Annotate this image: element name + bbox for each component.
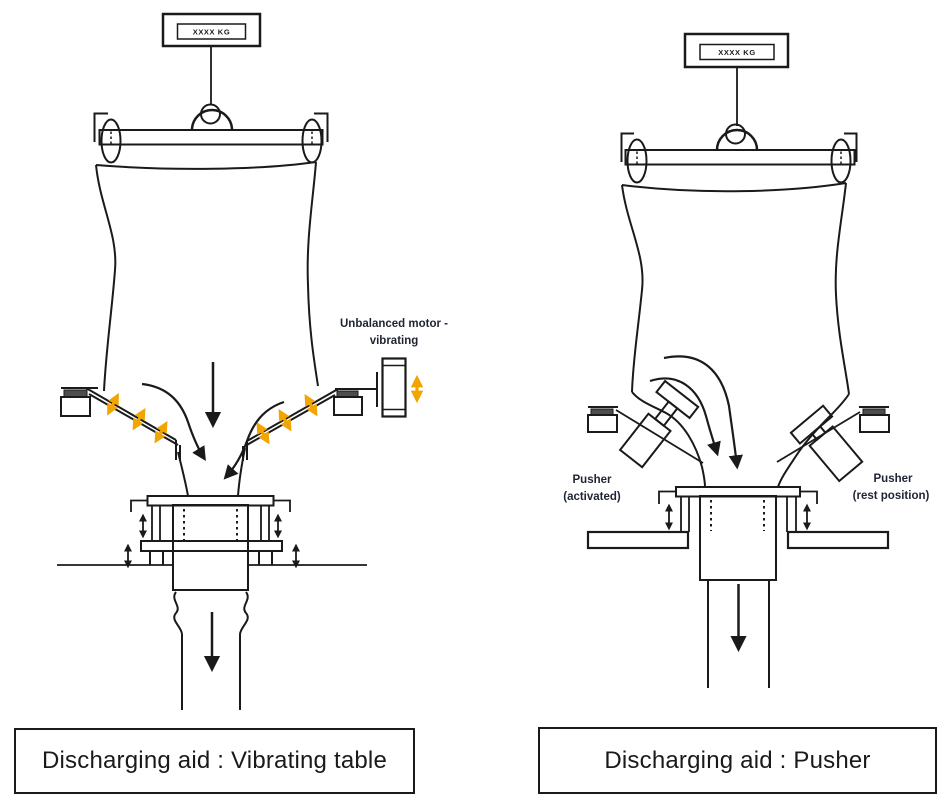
spout-dotted-lines: [183, 509, 238, 542]
caption-vibrating-table-text: Discharging aid : Vibrating table: [41, 747, 388, 774]
frame-line-right: [776, 411, 861, 463]
outlet-spout-box: [699, 495, 777, 581]
bag-loop-left: [100, 118, 122, 164]
pusher-activated-label-line1: Pusher: [573, 474, 613, 486]
outlet-station: [586, 486, 890, 581]
flange-bar-right: [786, 530, 890, 550]
bulk-bag: [95, 161, 319, 392]
bar-end-bracket-left: [93, 112, 108, 142]
pusher-pad: [789, 404, 834, 445]
lower-flange: [140, 540, 283, 552]
vibration-arrows: [107, 392, 318, 445]
support-stand-right: [859, 406, 890, 433]
spreader-bar: [620, 132, 858, 184]
material-flow-arrows: [649, 355, 743, 470]
caption-pusher: Discharging aid : Pusher: [538, 727, 937, 794]
spout-dotted-lines: [710, 500, 765, 531]
bag-outlet-funnel: [177, 447, 246, 497]
top-plate: [146, 495, 275, 507]
bag-lower-wall-right: [777, 393, 850, 488]
bag-loop-right: [830, 138, 852, 184]
caption-vibrating-table: Discharging aid : Vibrating table: [14, 728, 415, 794]
frame-line-left: [615, 409, 704, 464]
bag-loop-right: [301, 118, 323, 164]
support-stand-left: [587, 406, 618, 433]
pusher-activated-label-line2: (activated): [563, 491, 621, 503]
caption-pusher-text: Discharging aid : Pusher: [604, 746, 871, 774]
scale-readout-label: XXXX KG: [718, 48, 756, 57]
bag-loop-left: [626, 138, 648, 184]
bar-end-bracket-left: [620, 132, 634, 162]
crane-hook: [190, 103, 234, 131]
flexible-sleeve-left: [173, 591, 183, 635]
support-stand-right: [333, 388, 377, 416]
crane-hook: [715, 123, 759, 151]
spout-columns: [680, 496, 797, 532]
pusher-diagram: XXXX KG: [563, 32, 930, 688]
unbalanced-motor: [376, 357, 424, 418]
bar-end-bracket-right: [844, 132, 858, 162]
scale-readout-label: XXXX KG: [193, 28, 231, 37]
pusher-rest: [789, 404, 864, 483]
flange-bar-left: [586, 530, 690, 550]
vibrating-table-diagram: XXXX KG: [57, 12, 448, 710]
outlet-station: [57, 495, 367, 591]
vertical-motion-arrows: [123, 513, 301, 569]
weighing-scale-display: XXXX KG: [161, 12, 262, 105]
motor-label-line2: vibrating: [370, 335, 419, 347]
bar-end-bracket-right: [314, 112, 329, 142]
pusher-activated: [618, 379, 700, 469]
pusher-rest-label-line1: Pusher: [874, 473, 914, 485]
weighing-scale-display: XXXX KG: [683, 32, 790, 126]
material-flow-arrows: [141, 362, 285, 480]
outlet-spout-box: [172, 504, 249, 591]
flange-legs: [149, 551, 273, 565]
pusher-activated-label: Pusher (activated): [563, 474, 621, 503]
pusher-rest-label: Pusher (rest position): [853, 473, 930, 502]
discharge-tube: [173, 591, 249, 710]
vertical-motion-arrows: [664, 503, 812, 531]
discharge-tube: [707, 580, 770, 688]
pusher-rest-label-line2: (rest position): [853, 490, 930, 502]
pusher-cylinder: [808, 425, 864, 483]
bulk-bag: [615, 182, 861, 488]
pusher-cylinder: [618, 412, 672, 469]
bag-lower-wall-left: [631, 391, 706, 488]
flexible-sleeve-right: [239, 591, 249, 635]
motor-label: Unbalanced motor - vibrating: [340, 318, 448, 347]
spreader-bar: [93, 112, 329, 164]
motor-label-line1: Unbalanced motor -: [340, 318, 448, 330]
support-stand-left: [60, 387, 98, 417]
spout-columns: [151, 505, 270, 541]
